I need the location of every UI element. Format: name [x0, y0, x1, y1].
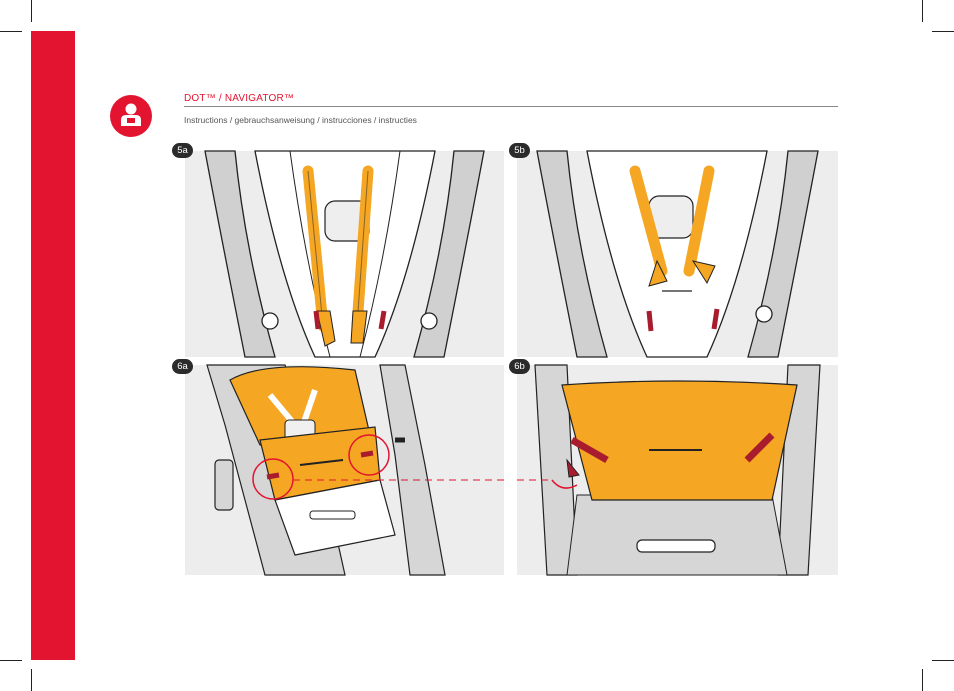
stroller-seat-harness-drawing — [204, 150, 485, 358]
crop-mark — [0, 660, 22, 661]
page-title: DOT™ / NAVIGATOR™ — [184, 93, 295, 104]
person-manual-icon — [110, 95, 152, 137]
illustration-6b: 6b — [509, 359, 838, 576]
illustration-5a: 5a — [172, 143, 504, 358]
step-label: 6b — [509, 359, 530, 374]
stroller-seat-liner-drawing — [517, 364, 821, 576]
crop-mark — [932, 660, 954, 661]
crop-mark — [31, 0, 32, 22]
crop-mark — [932, 31, 954, 32]
page-subtitle: Instructions / gebrauchsanweisung / inst… — [184, 115, 417, 125]
header-divider — [184, 106, 838, 107]
stroller-seat-liner-drawing — [206, 364, 504, 576]
step-label: 6a — [172, 359, 193, 374]
crop-mark — [0, 31, 22, 32]
step-label: 5a — [172, 143, 193, 158]
crop-mark — [922, 0, 923, 22]
crop-mark — [922, 669, 923, 691]
illustration-5b: 5b — [509, 143, 838, 358]
illustration-6a: 6a — [172, 359, 504, 576]
stroller-seat-harness-drawing — [536, 150, 819, 358]
crop-mark — [31, 669, 32, 691]
side-color-bar — [31, 31, 75, 660]
step-label: 5b — [509, 143, 530, 158]
